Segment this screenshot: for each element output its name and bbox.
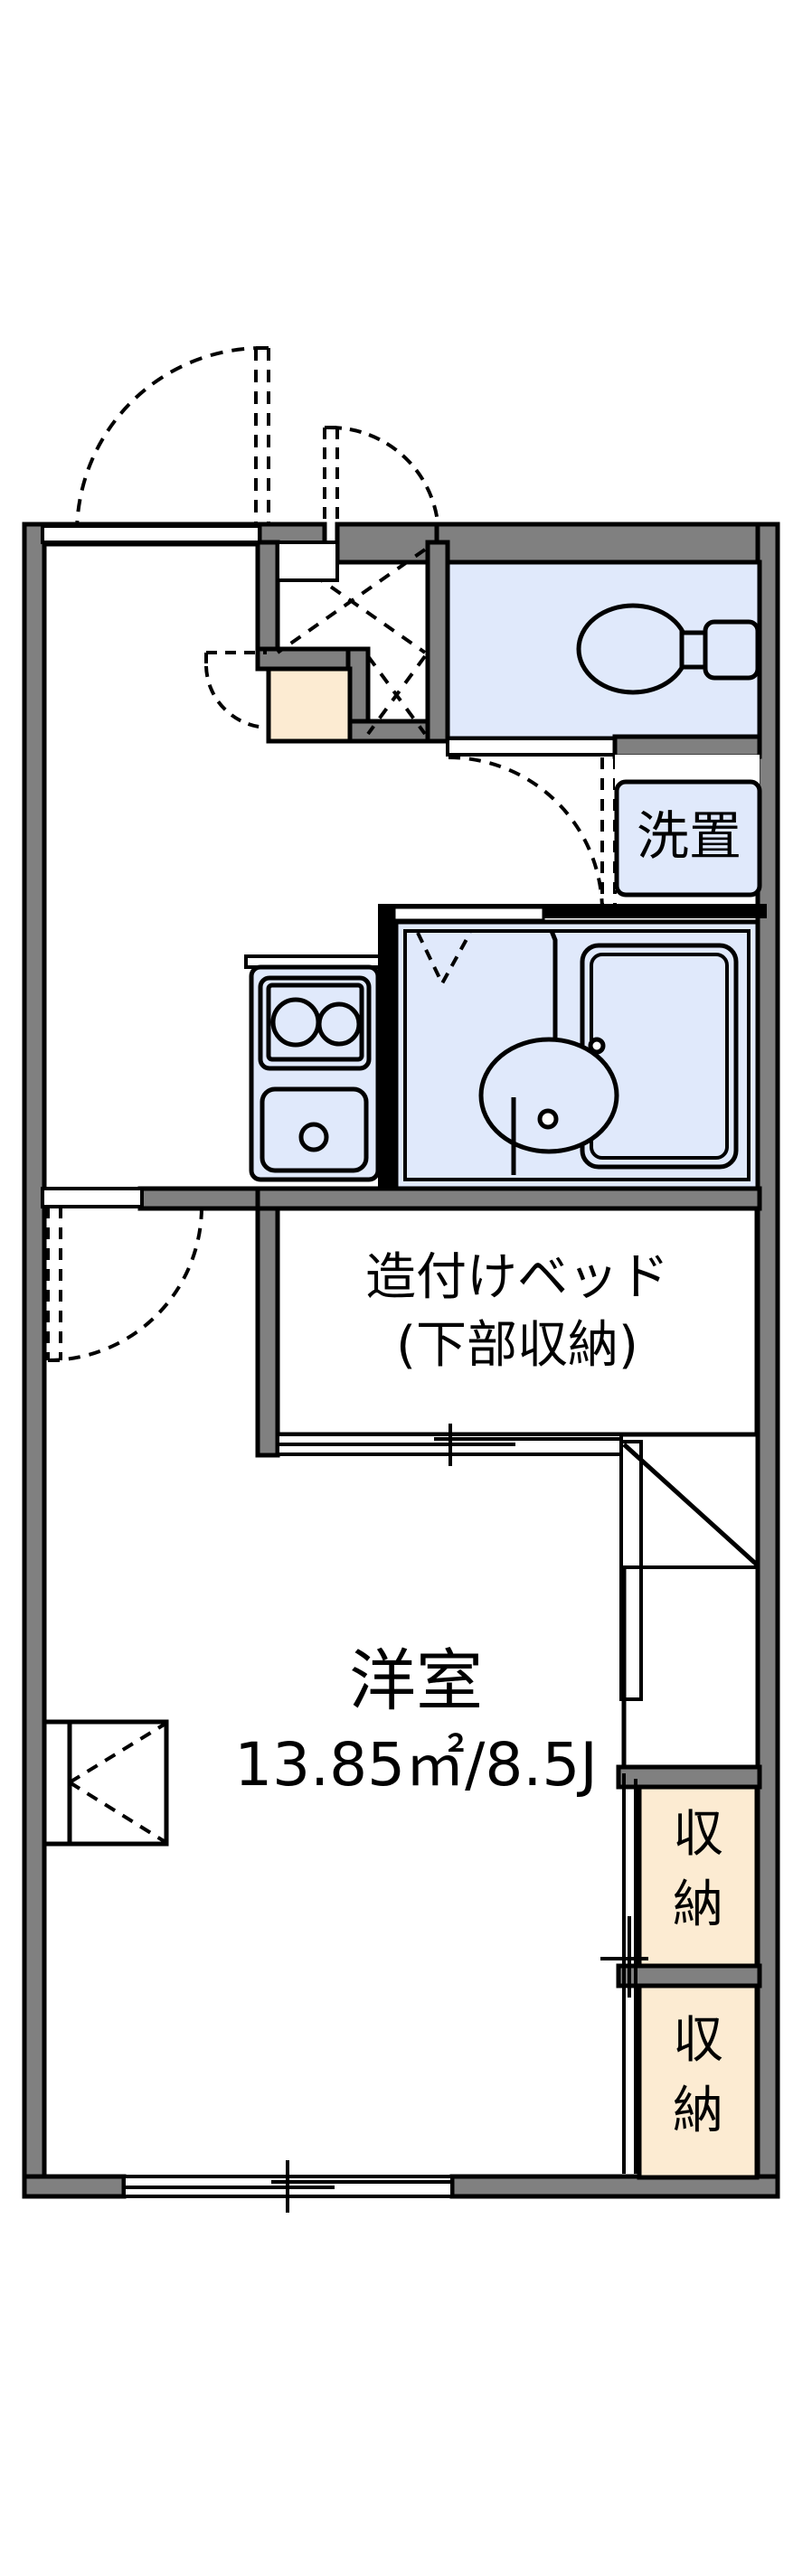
- built-in-bed: [137, 1186, 762, 1458]
- upper-closet-door-icon: [622, 1443, 760, 1567]
- built-in-bed-label-line2: (下部収納): [396, 1316, 638, 1375]
- storage-partition: [619, 1440, 760, 1785]
- built-in-bed-label-line1: 造付けベッド: [365, 1248, 669, 1307]
- entrance-door-leaf: [254, 346, 270, 535]
- storage-upper: [616, 1764, 762, 1969]
- room-entry-door: [41, 1187, 203, 1362]
- room-name-label: 洋室: [349, 1642, 483, 1720]
- storage-lower-label-char2: 納: [673, 2082, 723, 2140]
- storage-sliding-doors: [600, 1773, 648, 2174]
- storage-upper-label-char1: 収: [673, 1805, 723, 1864]
- left-closet: [42, 1719, 169, 1847]
- room-area-label: 13.85㎡/8.5J: [234, 1730, 598, 1800]
- storage-lower: [616, 1963, 762, 2180]
- toilet-door-swing: [329, 426, 440, 537]
- bathtub-icon: [580, 943, 739, 1170]
- toilet-door-opening: [276, 541, 339, 582]
- balcony-window-marker: [244, 2160, 330, 2213]
- storage-lower-label-char1: 収: [673, 2011, 723, 2070]
- bath-door-opening: [392, 906, 545, 922]
- toilet-door-leaf: [323, 426, 339, 538]
- washbasin-icon: [478, 930, 619, 1175]
- toilet-threshold: [446, 734, 762, 759]
- entrance-door-opening: [41, 524, 261, 544]
- toilet-room: [445, 559, 762, 741]
- laundry-area: [614, 755, 762, 898]
- shoe-cabinet: [266, 666, 353, 744]
- entrance-door-swing: [75, 346, 263, 534]
- shoe-cabinet-door: [204, 651, 269, 729]
- unit-bath: [378, 904, 767, 1191]
- bed-storage-marker: [411, 1424, 490, 1466]
- left-closet-door-icon: [68, 1722, 167, 1844]
- storage-upper-label-char2: 納: [673, 1876, 723, 1934]
- gas-stove-icon: [258, 975, 372, 1071]
- toilet-fixture: [576, 603, 760, 695]
- laundry-label: 洗置: [637, 805, 741, 867]
- kitchen-unit: [244, 954, 385, 1182]
- kitchen-sink-icon: [260, 1086, 369, 1173]
